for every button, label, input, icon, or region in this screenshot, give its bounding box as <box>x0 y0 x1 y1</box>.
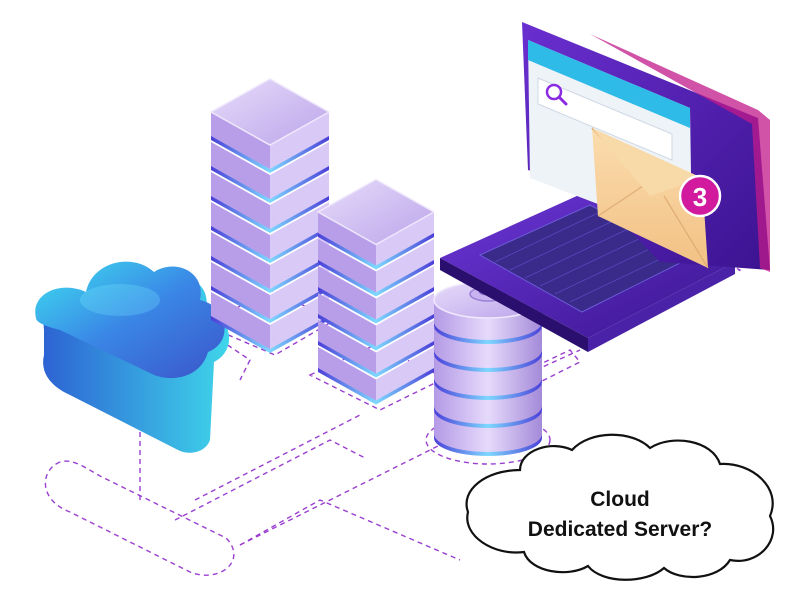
search-icon <box>545 83 568 106</box>
thought-bubble <box>465 433 775 581</box>
notification-badge: 3 <box>678 174 722 218</box>
notification-count: 3 <box>693 182 707 212</box>
cloud-icon <box>35 261 230 453</box>
server-rack-icon <box>210 78 330 354</box>
server-rack-icon <box>317 178 435 405</box>
